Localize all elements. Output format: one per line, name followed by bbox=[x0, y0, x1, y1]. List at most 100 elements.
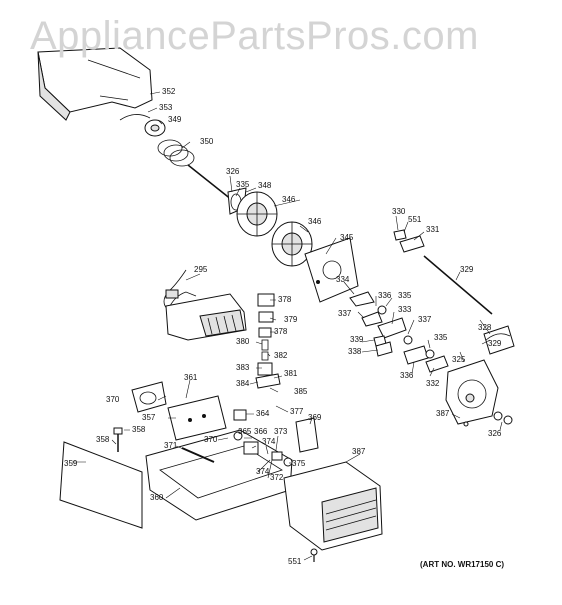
part-label: 325 bbox=[452, 355, 466, 364]
spring-part-380 bbox=[261, 339, 269, 351]
part-label: 329 bbox=[460, 265, 474, 274]
fan-wheel-part-1 bbox=[236, 191, 278, 237]
switch-bracket-part-369 bbox=[295, 417, 319, 453]
part-label: 384 bbox=[236, 379, 250, 388]
part-label: 361 bbox=[184, 373, 198, 382]
part-label: 332 bbox=[426, 379, 440, 388]
part-label: 346 bbox=[308, 217, 322, 226]
screw-part-358 bbox=[113, 427, 123, 452]
pin-part-382 bbox=[261, 351, 269, 361]
shaft-part-371 bbox=[181, 447, 215, 463]
part-label: 359 bbox=[64, 459, 78, 468]
part-label: 360 bbox=[150, 493, 164, 502]
part-label: 387 bbox=[436, 409, 450, 418]
screw-part-387b bbox=[463, 421, 469, 427]
part-label: 348 bbox=[258, 181, 272, 190]
part-label: 336 bbox=[378, 291, 392, 300]
rod-part-329 bbox=[423, 255, 493, 315]
part-label: 372 bbox=[270, 473, 284, 482]
part-label: 346 bbox=[282, 195, 296, 204]
watermark-text: AppliancePartsPros.com bbox=[30, 14, 479, 58]
part-label: 387 bbox=[352, 447, 366, 456]
link-part-337 bbox=[361, 311, 383, 327]
spring-clip-part-328 bbox=[483, 325, 515, 355]
spacer-block-part-378b bbox=[258, 327, 272, 338]
link-part-332 bbox=[425, 355, 449, 373]
part-label: 328 bbox=[478, 323, 492, 332]
auger-rod-part bbox=[187, 164, 233, 201]
lever-part-336 bbox=[403, 345, 429, 365]
part-label: 373 bbox=[274, 427, 288, 436]
bracket-part-384 bbox=[255, 373, 281, 389]
pivot-part-383 bbox=[257, 362, 273, 376]
washer-part-335a bbox=[377, 305, 387, 315]
spring-part-372 bbox=[271, 451, 283, 461]
part-label: 336 bbox=[400, 371, 414, 380]
part-label: 364 bbox=[256, 409, 270, 418]
nut-part-375 bbox=[283, 457, 293, 467]
ice-bucket-part bbox=[37, 47, 153, 121]
part-label: 378 bbox=[274, 327, 288, 336]
icemaker-assembly-part bbox=[165, 293, 247, 341]
clip-part-330 bbox=[393, 229, 407, 241]
leader-lines bbox=[72, 91, 503, 561]
part-label: 339 bbox=[350, 335, 364, 344]
part-label: 375 bbox=[292, 459, 306, 468]
solenoid-part bbox=[131, 381, 167, 413]
drive-gear-part bbox=[144, 119, 166, 137]
washer-part-337b bbox=[403, 335, 413, 345]
part-label: 330 bbox=[392, 207, 406, 216]
part-label: 353 bbox=[159, 103, 173, 112]
part-label: 381 bbox=[284, 369, 298, 378]
clip-part-364 bbox=[233, 409, 247, 421]
part-label: 379 bbox=[284, 315, 298, 324]
washer-part-335b bbox=[425, 349, 435, 359]
plate-part-366 bbox=[243, 441, 259, 455]
part-label: 335 bbox=[236, 180, 250, 189]
part-label: 374 bbox=[262, 437, 276, 446]
part-label: 334 bbox=[336, 275, 350, 284]
part-label: 366 bbox=[254, 427, 268, 436]
part-label: 335 bbox=[434, 333, 448, 342]
auger-spring-part bbox=[157, 139, 195, 167]
part-label: 337 bbox=[418, 315, 432, 324]
part-label: 380 bbox=[236, 337, 250, 346]
motor-mount-plate-part bbox=[304, 237, 359, 303]
part-label: 371 bbox=[164, 441, 178, 450]
part-label: 326 bbox=[488, 429, 502, 438]
part-label: 358 bbox=[96, 435, 110, 444]
cover-panel-part bbox=[59, 441, 143, 529]
link-part-334 bbox=[349, 291, 375, 307]
part-label: 383 bbox=[236, 363, 250, 372]
part-label: 382 bbox=[274, 351, 288, 360]
bucket-ring-part bbox=[119, 114, 151, 121]
part-label: 326 bbox=[226, 167, 240, 176]
part-label: 335 bbox=[398, 291, 412, 300]
part-labels: 352 353 349 350 326 335 348 346 346 345 … bbox=[64, 87, 502, 566]
harness-plug-part bbox=[165, 289, 179, 299]
ice-chute-housing-part bbox=[283, 461, 383, 551]
lever-part-331 bbox=[399, 235, 425, 253]
part-label: 369 bbox=[308, 413, 322, 422]
arm-part-333 bbox=[377, 317, 407, 339]
spacer-block-part-379 bbox=[258, 311, 274, 323]
screw-part-326b bbox=[503, 415, 513, 425]
part-label: 337 bbox=[338, 309, 352, 318]
part-label: 338 bbox=[348, 347, 362, 356]
art-number: (ART NO. WR17150 C) bbox=[420, 560, 505, 569]
part-label: 551 bbox=[288, 557, 302, 566]
part-label: 365 bbox=[238, 427, 252, 436]
part-label: 352 bbox=[162, 87, 176, 96]
part-label: 551 bbox=[408, 215, 422, 224]
part-label: 331 bbox=[426, 225, 440, 234]
part-label: 333 bbox=[398, 305, 412, 314]
part-label: 345 bbox=[340, 233, 354, 242]
part-label: 374 bbox=[256, 467, 270, 476]
drive-motor-part bbox=[445, 359, 499, 425]
part-label: 377 bbox=[290, 407, 304, 416]
fan-wheel-part-2 bbox=[271, 221, 313, 267]
control-bracket-part bbox=[167, 395, 227, 441]
part-label: 385 bbox=[294, 387, 308, 396]
screw-part-551 bbox=[310, 548, 318, 562]
